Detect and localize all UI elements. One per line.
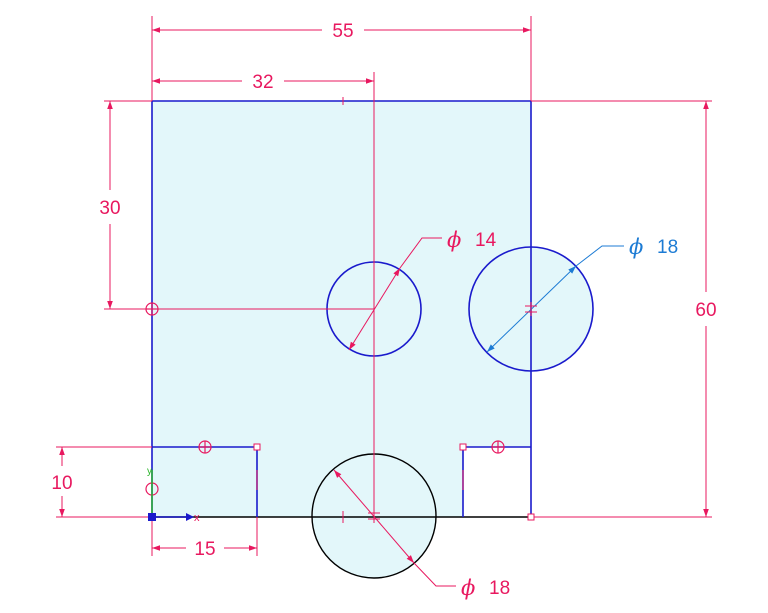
x-axis-label: x bbox=[194, 512, 200, 524]
dimension-height-right-label[interactable]: 60 bbox=[695, 300, 716, 321]
diameter-center-hole-symbol[interactable]: ϕ bbox=[447, 228, 461, 252]
bottom-left-tab-fill bbox=[152, 447, 257, 517]
center-marker-right-hole bbox=[525, 302, 537, 316]
diameter-right-hole-label[interactable]: 18 bbox=[657, 237, 678, 258]
diameter-center-hole-label[interactable]: 14 bbox=[475, 230, 497, 251]
dimension-height-left[interactable]: 30 bbox=[99, 101, 121, 309]
dimension-offset-top[interactable]: 32 bbox=[152, 72, 374, 93]
endpoint-handles[interactable] bbox=[253, 443, 535, 521]
origin-indicator: y x bbox=[145, 466, 200, 524]
constraint-left-notch-icon[interactable] bbox=[198, 440, 212, 454]
y-axis-label: y bbox=[147, 466, 152, 477]
diameter-bottom-hole[interactable]: ϕ 18 bbox=[333, 469, 510, 600]
dimension-offset-top-label[interactable]: 32 bbox=[252, 72, 273, 93]
dimension-height-right[interactable]: 60 bbox=[695, 101, 717, 517]
diameter-bottom-hole-label[interactable]: 18 bbox=[489, 578, 510, 599]
right-hole[interactable] bbox=[468, 246, 594, 372]
dimension-height-left-label[interactable]: 30 bbox=[99, 198, 120, 219]
dimension-width-top-label[interactable]: 55 bbox=[332, 21, 353, 42]
diameter-right-hole-symbol[interactable]: ϕ bbox=[629, 235, 643, 259]
dimension-height-bottom-left[interactable]: 10 bbox=[51, 447, 73, 517]
diameter-center-hole[interactable]: ϕ 14 bbox=[348, 228, 497, 351]
constraint-right-notch-icon[interactable] bbox=[491, 440, 505, 454]
constraint-left-edge-icon[interactable] bbox=[145, 302, 159, 316]
diameter-bottom-hole-symbol[interactable]: ϕ bbox=[461, 576, 475, 600]
dimension-width-bottom-left-label[interactable]: 15 bbox=[194, 539, 215, 560]
dimension-width-bottom-left[interactable]: 15 bbox=[152, 539, 257, 560]
dimension-height-bottom-left-label[interactable]: 10 bbox=[51, 473, 72, 494]
center-marker-bottom-circle bbox=[368, 509, 380, 523]
dimension-width-top[interactable]: 55 bbox=[152, 21, 531, 42]
profile-right-notch[interactable] bbox=[462, 446, 531, 517]
